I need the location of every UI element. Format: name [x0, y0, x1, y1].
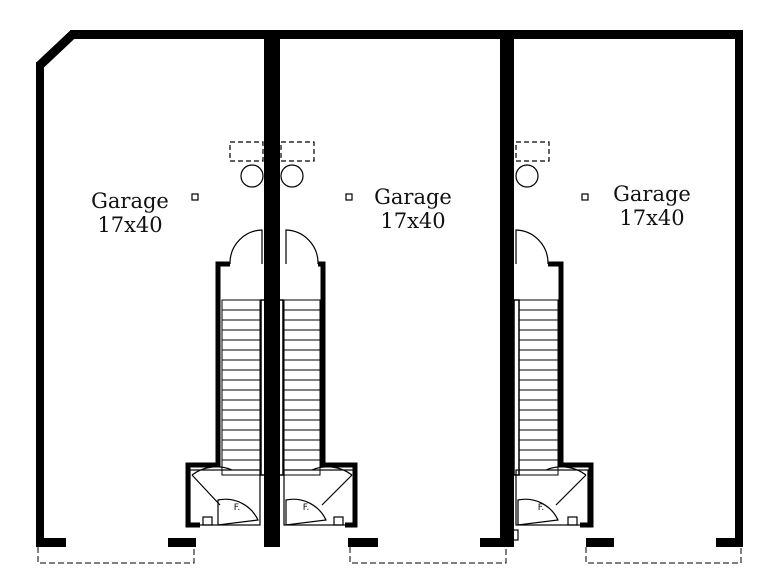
party-wall-2 [500, 35, 514, 547]
stair-run [518, 299, 559, 476]
garage-door-opening [585, 547, 742, 564]
furnace-door [285, 498, 327, 526]
closet-door [191, 466, 233, 506]
garage-doors [37, 547, 742, 564]
stair-guard [260, 299, 268, 476]
room-name-3: Garage [613, 182, 691, 206]
water-heater-circle [240, 164, 264, 188]
furnace-door [517, 498, 559, 526]
core-wall [548, 261, 594, 528]
furnace-label-2: F. [303, 503, 310, 513]
outlet-square [191, 193, 199, 201]
outlet-square [345, 193, 353, 201]
utility-fixture [333, 516, 344, 526]
room-size-3: 17x40 [619, 206, 684, 230]
utility-rooms [189, 466, 589, 541]
outlet-square [581, 193, 589, 201]
corner-chamfer [35, 30, 77, 70]
utility-room [283, 469, 355, 526]
stair-guards [260, 299, 520, 476]
core-wall [318, 261, 358, 528]
party-wall-1 [264, 35, 280, 547]
left-wall [36, 62, 44, 547]
room-size-2: 17x40 [380, 209, 445, 233]
stair-doors [229, 229, 549, 264]
room-name-1: Garage [91, 189, 169, 213]
stair-run [221, 299, 261, 476]
fixture-box [280, 141, 315, 162]
stair-guard [513, 299, 520, 476]
right-wall [735, 30, 743, 547]
utility-fixture [567, 516, 578, 526]
furnace-label-1: F. [234, 503, 241, 513]
garage-door-opening [349, 547, 507, 564]
furnace-door [217, 498, 259, 526]
bottom-wall-stub [480, 538, 506, 547]
fixtures [191, 141, 589, 201]
door-swing [515, 229, 549, 264]
bottom-wall-stub [168, 538, 196, 547]
utility-fixture [202, 516, 213, 526]
bottom-wall-stub [716, 538, 743, 547]
utility-room [515, 469, 589, 526]
garage-door-opening [37, 547, 195, 564]
room-name-2: Garage [374, 185, 452, 209]
fixture-box [515, 141, 550, 162]
closet-door [545, 466, 587, 506]
water-heater-circle [280, 164, 304, 188]
door-swing [285, 229, 319, 264]
bottom-wall-stub [586, 538, 614, 547]
furnace-label-3: F. [538, 503, 545, 513]
stair-run [283, 299, 321, 476]
core-wall [185, 261, 230, 528]
bottom-wall-stub [348, 538, 378, 547]
fixture-box [229, 141, 264, 162]
top-wall [70, 30, 743, 39]
stair-guard [276, 299, 284, 476]
water-heater-circle [515, 164, 539, 188]
room-size-1: 17x40 [97, 213, 162, 237]
core-walls [185, 261, 594, 528]
closet-door [311, 466, 353, 506]
walls [36, 30, 743, 547]
utility-room [189, 469, 261, 526]
utility-fixture [507, 529, 519, 541]
door-swing [229, 229, 263, 264]
bottom-wall-stub [36, 538, 66, 547]
